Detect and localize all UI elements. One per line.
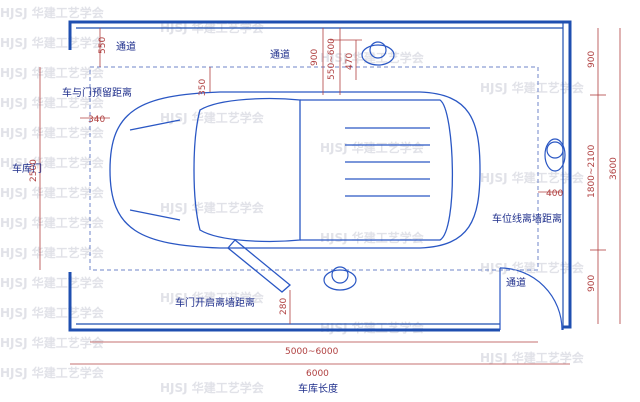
dim-right-900-bottom: 900 (587, 275, 597, 292)
watermark-row: HJSJ 华建工艺学会 (160, 200, 265, 215)
label-garage-length: 车库长度 (298, 382, 338, 395)
person-figures (323, 41, 566, 291)
person-body (361, 44, 395, 66)
hood-line (129, 209, 181, 221)
watermark-row: HJSJ 华建工艺学会 (0, 5, 105, 20)
roof (300, 99, 454, 241)
car-body (109, 91, 481, 249)
dim-6000: 6000 (306, 369, 329, 379)
watermark-row: HJSJ 华建工艺学会 (320, 320, 425, 335)
watermark: HJSJ 华建工艺学会 HJSJ 华建工艺学会 HJSJ 华建工艺学会 HJSJ… (0, 5, 585, 395)
watermark-row: HJSJ 华建工艺学会 (480, 170, 585, 185)
label-passage-bottom-right: 通道 (506, 276, 526, 289)
car (109, 91, 481, 293)
watermark-row: HJSJ 华建工艺学会 (320, 140, 425, 155)
watermark-row: HJSJ 华建工艺学会 (0, 125, 105, 140)
person-head (331, 266, 349, 284)
garage-walls (68, 20, 572, 332)
watermark-row: HJSJ 华建工艺学会 (0, 305, 105, 320)
dim-550-600: 550~600 (327, 38, 337, 80)
watermark-row: HJSJ 华建工艺学会 (0, 365, 105, 380)
dim-400: 400 (546, 189, 563, 199)
watermark-row: HJSJ 华建工艺学会 (0, 275, 105, 290)
windshield (193, 97, 301, 243)
label-door-open-to-wall: 车门开启离墙距离 (175, 296, 255, 309)
label-car-door-clearance: 车与门预留距离 (62, 86, 132, 99)
dim-340: 340 (88, 115, 105, 125)
watermark-row: HJSJ 华建工艺学会 (160, 290, 265, 305)
hood-line (129, 119, 181, 131)
dimension-labels: 550 900 550~600 470 350 340 2500 400 280… (29, 37, 619, 379)
dim-350: 350 (198, 79, 208, 96)
watermark-row: HJSJ 华建工艺学会 (160, 110, 265, 125)
person-head (546, 141, 564, 159)
annotations: 通道 通道 车与门预留距离 车库门 车位线离墙距离 车门开启离墙距离 通道 车库… (12, 40, 562, 395)
watermark-row: HJSJ 华建工艺学会 (0, 215, 105, 230)
dim-280: 280 (279, 298, 289, 315)
dim-900-top: 900 (310, 49, 320, 66)
watermark-row: HJSJ 华建工艺学会 (0, 95, 105, 110)
watermark-row: HJSJ 华建工艺学会 (0, 245, 105, 260)
watermark-row: HJSJ 华建工艺学会 (0, 335, 105, 350)
watermark-row: HJSJ 华建工艺学会 (0, 185, 105, 200)
watermark-row: HJSJ 华建工艺学会 (320, 50, 425, 65)
wall-bottom (68, 272, 500, 332)
open-car-door (227, 239, 292, 293)
watermark-row: HJSJ 华建工艺学会 (480, 350, 585, 365)
label-passage-top-center: 通道 (270, 48, 290, 61)
dim-5000-6000: 5000~6000 (285, 347, 339, 357)
dim-right-900-top: 900 (587, 51, 597, 68)
dimension-lines (39, 28, 621, 365)
watermark-row: HJSJ 华建工艺学会 (480, 260, 585, 275)
watermark-row: HJSJ 华建工艺学会 (0, 35, 105, 50)
person-body (323, 269, 357, 291)
watermark-row: HJSJ 华建工艺学会 (0, 155, 105, 170)
door-arc (499, 267, 563, 331)
dim-right-1800-2100: 1800~2100 (587, 144, 597, 198)
parking-space (89, 66, 539, 271)
watermark-row: HJSJ 华建工艺学会 (320, 230, 425, 245)
person-head (369, 41, 387, 59)
label-garage-door: 车库门 (12, 162, 42, 175)
dim-2500: 2500 (29, 159, 39, 182)
dim-3600: 3600 (609, 157, 619, 180)
person-body (544, 138, 566, 172)
watermark-row: HJSJ 华建工艺学会 (480, 80, 585, 95)
door-swing (499, 267, 563, 331)
wall-top-right (68, 20, 572, 329)
dim-550: 550 (98, 37, 108, 54)
label-passage-top-left: 通道 (116, 40, 136, 53)
dim-470: 470 (345, 53, 355, 70)
label-car-to-wall: 车位线离墙距离 (492, 212, 562, 225)
watermark-row: HJSJ 华建工艺学会 (160, 380, 265, 395)
watermark-row: HJSJ 华建工艺学会 (0, 65, 105, 80)
